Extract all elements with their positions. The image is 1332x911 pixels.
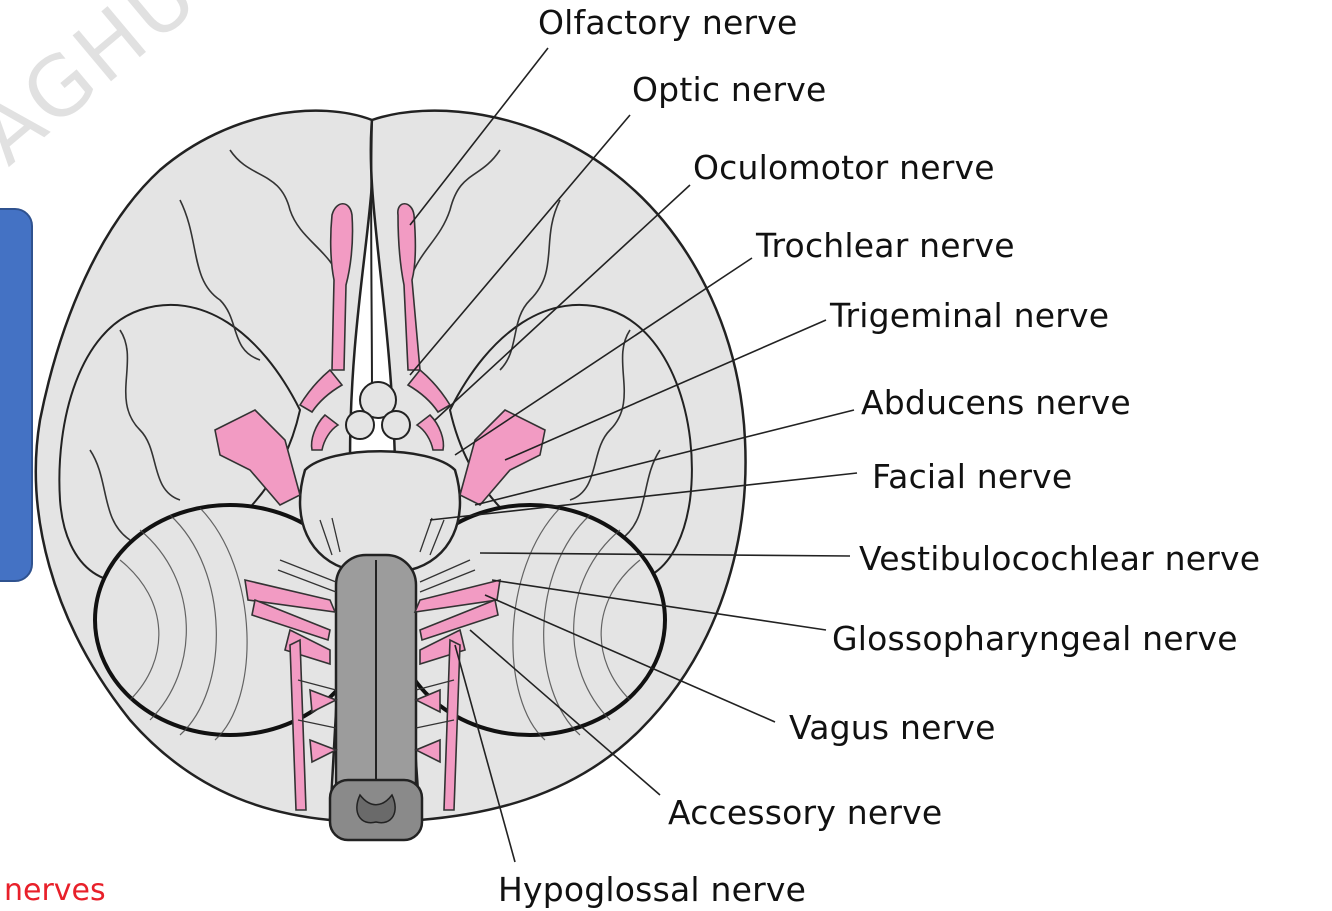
label-trigeminal-nerve: Trigeminal nerve	[830, 299, 1109, 332]
label-oculomotor-nerve: Oculomotor nerve	[693, 151, 995, 184]
label-trochlear-nerve: Trochlear nerve	[756, 229, 1015, 262]
label-olfactory-nerve: Olfactory nerve	[538, 6, 797, 39]
label-facial-nerve: Facial nerve	[872, 460, 1072, 493]
label-glossopharyngeal-nerve: Glossopharyngeal nerve	[832, 622, 1238, 655]
label-accessory-nerve: Accessory nerve	[668, 796, 942, 829]
slide-blue-panel	[0, 208, 33, 582]
pons	[300, 451, 460, 570]
label-abducens-nerve: Abducens nerve	[861, 386, 1131, 419]
label-optic-nerve: Optic nerve	[632, 73, 826, 106]
label-vestibulocochlear-nerve: Vestibulocochlear nerve	[859, 542, 1260, 575]
longitudinal-fissure	[371, 122, 372, 400]
label-hypoglossal-nerve: Hypoglossal nerve	[498, 873, 806, 906]
label-vagus-nerve: Vagus nerve	[789, 711, 996, 744]
slide-caption: nerves	[4, 873, 106, 908]
